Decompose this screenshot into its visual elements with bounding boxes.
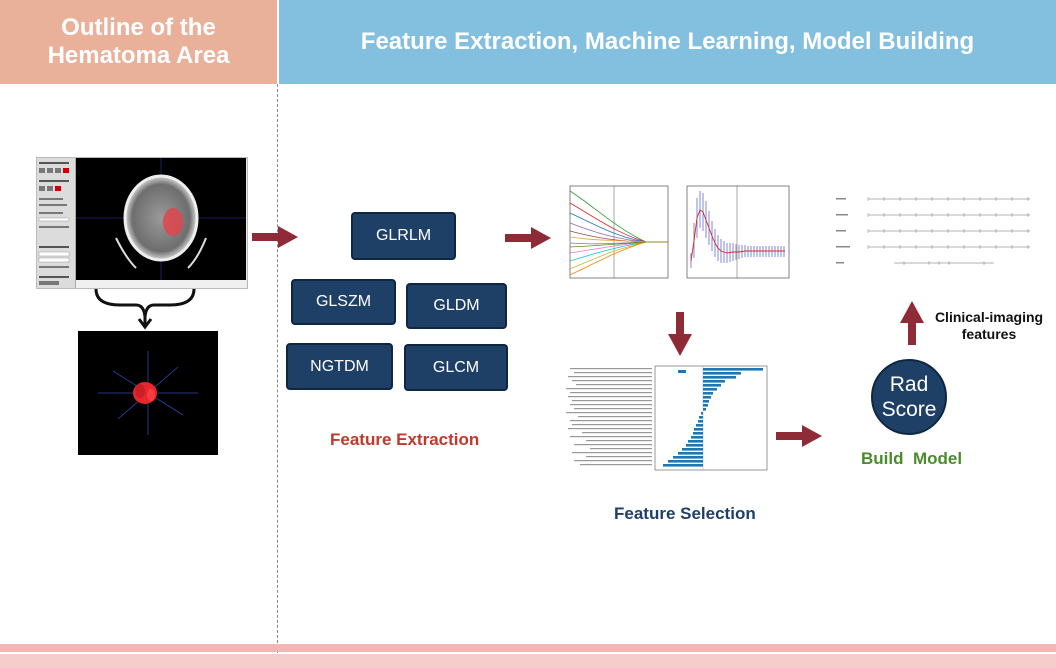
rad-score-line2: Score — [881, 398, 937, 421]
software-status-bar — [76, 280, 246, 288]
hematoma-3d-render — [78, 331, 218, 455]
arrow-to-radscore — [776, 425, 822, 447]
rad-score-line1: Rad — [889, 373, 929, 396]
build-model-label: Build Model — [861, 449, 963, 468]
ct-viewport — [76, 158, 246, 280]
lasso-cv-plot — [675, 183, 793, 291]
arrow-to-features — [252, 226, 298, 248]
brace-connector — [94, 288, 196, 330]
clinical-label-line1: Clinical-imaging — [934, 309, 1044, 325]
clinical-imaging-label: Clinical-imaging features — [932, 309, 1046, 343]
header-right-title: Feature Extraction, Machine Learning, Mo… — [360, 28, 975, 55]
feature-box-glszm: GLSZM — [291, 279, 396, 325]
feature-coefficient-bars — [566, 365, 768, 471]
feature-box-gldm: GLDM — [406, 283, 507, 329]
header-outline-hematoma: Outline of the Hematoma Area — [0, 0, 277, 84]
arrow-to-nomogram — [900, 301, 924, 345]
feature-coefficient-chart — [560, 364, 774, 478]
footer-band-top — [0, 644, 1056, 652]
feature-box-ngtdm: NGTDM — [286, 343, 393, 390]
header-left-line2: Hematoma Area — [47, 42, 230, 69]
header-feature-extraction: Feature Extraction, Machine Learning, Mo… — [279, 0, 1056, 84]
clinical-label-line2: features — [961, 326, 1017, 342]
section-divider — [277, 84, 278, 668]
ct-brain-scan — [76, 158, 246, 280]
lasso-coefficient-paths — [556, 185, 669, 279]
lasso-coefficient-plot — [556, 183, 672, 291]
software-side-panel — [37, 158, 76, 288]
nomogram — [834, 190, 1034, 276]
nomogram-scales — [836, 197, 1030, 265]
footer-band-bottom — [0, 654, 1056, 668]
rad-score-circle: Rad Score — [871, 359, 947, 435]
feature-box-glrlm: GLRLM — [351, 212, 456, 260]
arrow-to-selection — [668, 312, 692, 356]
feature-extraction-label: Feature Extraction — [330, 430, 480, 449]
software-panel-controls — [38, 162, 70, 285]
feature-box-glcm: GLCM — [404, 344, 508, 391]
feature-selection-label: Feature Selection — [614, 504, 756, 523]
segmentation-software-screenshot — [36, 157, 248, 289]
arrow-to-lasso — [505, 227, 551, 249]
lasso-cv-curve — [686, 185, 790, 279]
hematoma-3d-volume — [98, 351, 198, 435]
header-left-line1: Outline of the — [61, 14, 216, 41]
